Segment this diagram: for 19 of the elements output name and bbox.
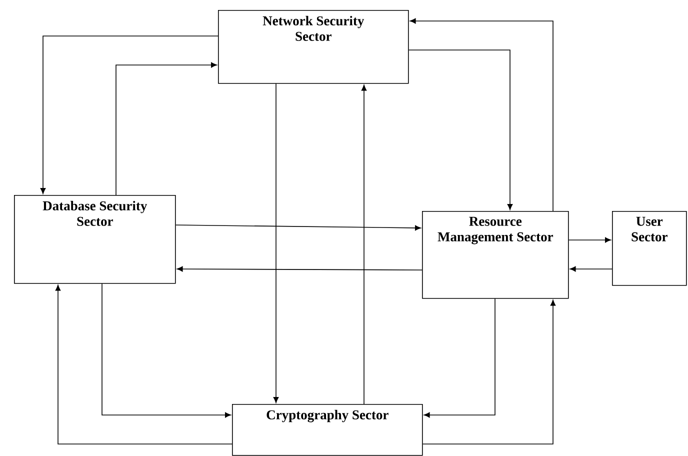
arrow [570, 266, 612, 272]
arrow [55, 284, 232, 444]
arrow [102, 283, 231, 418]
sector-box: User Sector [612, 211, 687, 286]
arrow [361, 84, 367, 404]
sector-box: Network Security Sector [218, 10, 409, 84]
arrow [422, 300, 556, 444]
arrow [410, 18, 554, 212]
arrow [176, 266, 422, 272]
sector-box: Cryptography Sector [232, 404, 423, 456]
arrow [116, 62, 217, 196]
arrow [424, 298, 496, 418]
sector-box: Resource Management Sector [422, 211, 569, 299]
arrow [40, 36, 218, 194]
arrow [408, 50, 513, 210]
arrow [273, 83, 279, 403]
arrow [568, 237, 611, 243]
sector-box: Database Security Sector [14, 195, 176, 284]
arrow [175, 224, 421, 231]
